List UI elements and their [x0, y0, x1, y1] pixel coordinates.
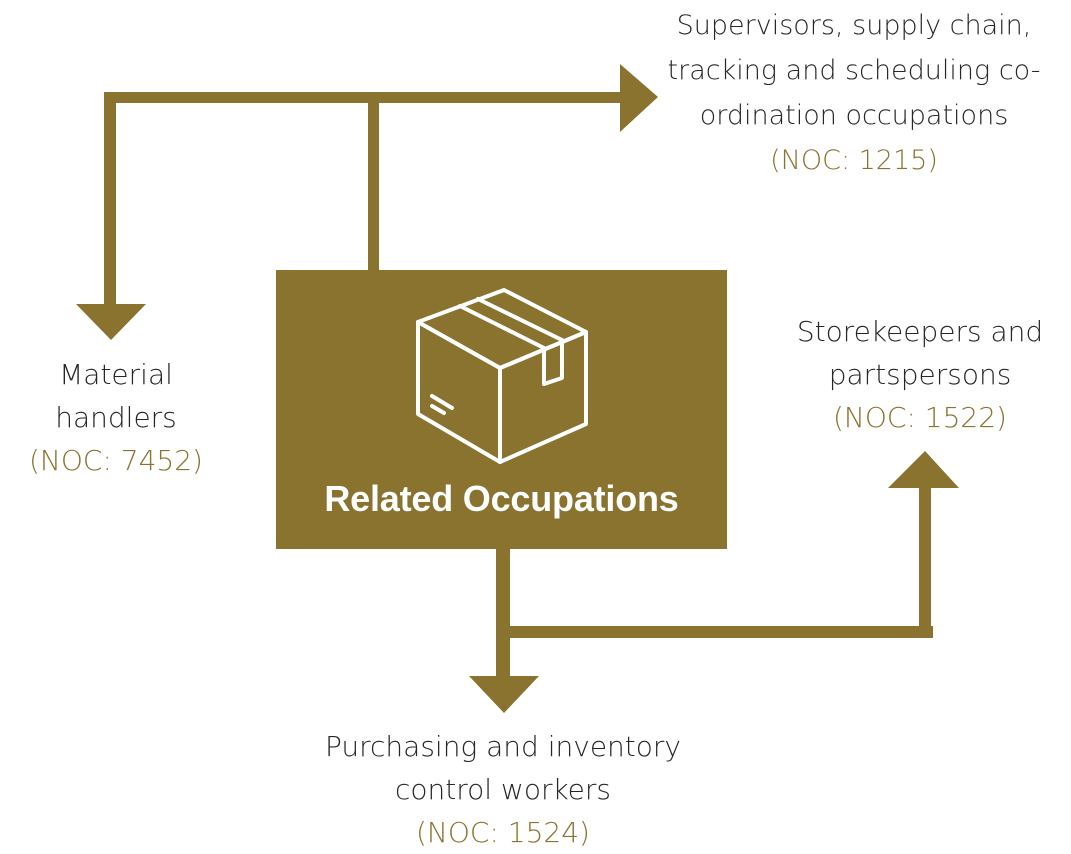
connector-right-vertical — [919, 484, 931, 638]
occupation-label: Purchasing and inventory control workers — [325, 730, 681, 806]
arrowhead-to-storekeepers — [888, 451, 959, 488]
occupation-label: Material handlers — [55, 358, 177, 434]
occupation-supervisors: Supervisors, supply chain, tracking and … — [610, 3, 1071, 183]
center-title: Related Occupations — [324, 478, 679, 519]
connector-box-to-top — [368, 96, 379, 271]
occupation-storekeepers: Storekeepers and partspersons (NOC: 1522… — [782, 310, 1058, 439]
connector-bottom-horizontal — [508, 626, 933, 638]
occupation-label: Storekeepers and partspersons — [796, 315, 1044, 391]
package-box-icon — [416, 288, 588, 464]
noc-code: (NOC: 7452) — [29, 444, 203, 477]
arrowhead-to-material-handlers — [76, 304, 146, 340]
related-occupations-box: Related Occupations — [276, 270, 727, 549]
arrowhead-to-supervisors — [620, 64, 658, 132]
occupation-material-handlers: Material handlers (NOC: 7452) — [0, 353, 232, 482]
connector-box-to-bottom — [496, 547, 510, 679]
occupation-purchasing: Purchasing and inventory control workers… — [280, 725, 726, 854]
connector-left-vertical — [104, 96, 116, 308]
noc-code: (NOC: 1215) — [770, 145, 938, 176]
occupation-label: Supervisors, supply chain, tracking and … — [667, 10, 1041, 131]
noc-code: (NOC: 1524) — [416, 816, 590, 849]
arrowhead-to-purchasing — [469, 676, 539, 713]
noc-code: (NOC: 1522) — [833, 401, 1007, 434]
connector-top-horizontal — [104, 92, 624, 103]
